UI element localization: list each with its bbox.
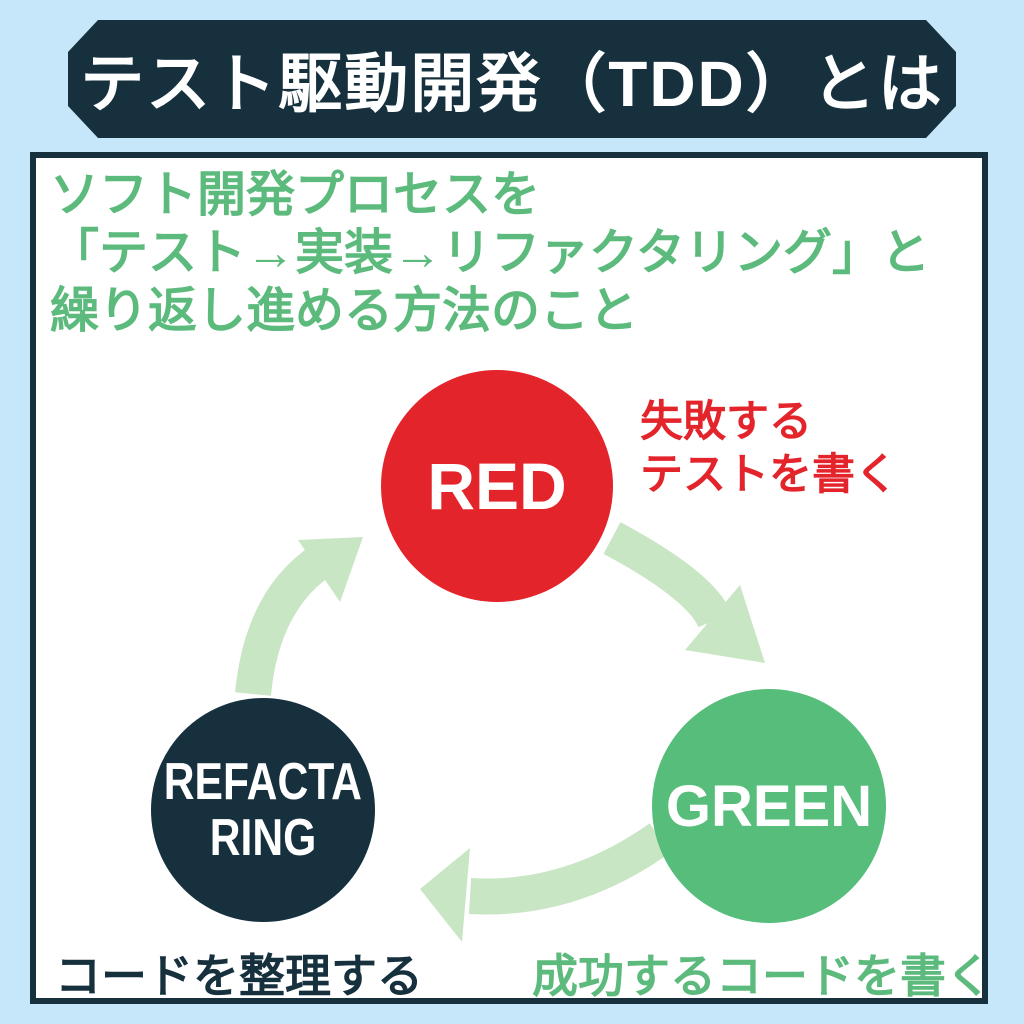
node-refactoring: REFACTA RING: [151, 698, 375, 922]
red-caption-line2: テストを書く: [640, 451, 898, 499]
node-refactoring-label-line1: REFACTA: [163, 753, 363, 811]
intro-line-1: ソフト開発プロセスを: [50, 168, 541, 222]
node-red: RED: [381, 370, 613, 602]
intro-text: ソフト開発プロセスを 「テスト→実装→リファクタリング」と 繰り返し進める方法の…: [50, 166, 990, 340]
node-green-label: GREEN: [665, 773, 873, 839]
green-caption: 成功するコードを書く: [532, 950, 992, 1002]
arrowhead-refactoring-to-red-icon: [298, 537, 363, 602]
node-green: GREEN: [652, 689, 886, 923]
arrow-green-to-refactoring-icon: [468, 823, 671, 915]
node-refactoring-label-line2: RING: [209, 809, 317, 867]
red-caption: 失敗する テストを書く: [640, 396, 898, 502]
arrowhead-red-to-green-icon: [685, 585, 765, 663]
intro-line-2: 「テスト→実装→リファクタリング」と: [50, 226, 931, 280]
arrow-refactoring-to-red-icon: [235, 545, 333, 696]
arrowhead-green-to-refactoring-icon: [420, 848, 470, 942]
arrow-red-to-green-icon: [603, 522, 732, 629]
node-red-label: RED: [427, 449, 567, 523]
refactoring-caption: コードを整理する: [55, 950, 423, 1002]
page-title: テスト駆動開発（TDD）とは: [80, 48, 944, 120]
red-caption-line1: 失敗する: [640, 398, 812, 446]
intro-line-3: 繰り返し進める方法のこと: [50, 284, 639, 338]
title-banner: テスト駆動開発（TDD）とは: [68, 20, 956, 138]
